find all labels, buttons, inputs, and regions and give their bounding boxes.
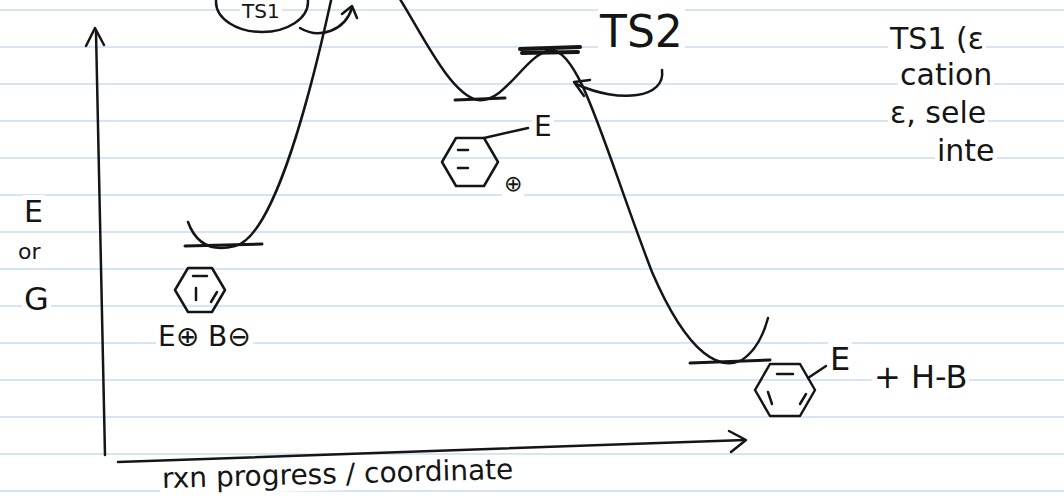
label: E: [22, 195, 45, 228]
label: ⊕: [502, 172, 524, 196]
label: E⊕ B⊖: [156, 322, 253, 353]
benzene-ring: [755, 364, 815, 416]
ruled-line: [0, 305, 1064, 307]
ruled-line: [0, 231, 1064, 233]
energy-curve: [398, 0, 768, 363]
label: TS1 (ε: [888, 22, 986, 55]
label: TS1: [240, 0, 282, 22]
ruled-line: [0, 157, 1064, 159]
arenium-ring: [442, 138, 498, 186]
ruled-line: [0, 416, 1064, 418]
energy-level: [690, 360, 770, 363]
energy-axis: [96, 32, 105, 455]
transition-state-level: [520, 47, 580, 53]
substituent-bond: [484, 128, 528, 138]
ruled-line: [0, 9, 1064, 11]
double-bond: [768, 374, 806, 404]
leader-line: [576, 70, 662, 96]
label: rxn progress / coordinate: [160, 455, 516, 495]
double-bond: [458, 150, 468, 168]
label: G: [22, 282, 51, 317]
ruled-line: [0, 194, 1064, 196]
label: E: [532, 112, 554, 143]
energy-level: [185, 244, 262, 246]
axis-arrowhead: [86, 28, 104, 46]
benzene-ring: [175, 268, 225, 312]
energy-level: [455, 98, 505, 100]
label: inte: [935, 134, 997, 167]
axis-arrowhead: [729, 431, 746, 452]
ruled-line: [0, 453, 1064, 455]
double-bond: [193, 276, 217, 302]
label: + H-B: [872, 360, 969, 395]
substituent-bond: [808, 366, 826, 378]
label: ε, sele: [888, 96, 988, 129]
leader-arrowhead: [574, 80, 590, 96]
notebook-rules: [0, 10, 1064, 491]
label: E: [828, 342, 852, 377]
ts1-circle: [216, 0, 308, 32]
ruled-line: [0, 268, 1064, 270]
label: TS2: [598, 8, 685, 56]
label: cation: [898, 58, 994, 91]
energy-curve: [188, 0, 332, 248]
leader-arrowhead: [342, 6, 357, 18]
label: or: [16, 240, 43, 264]
